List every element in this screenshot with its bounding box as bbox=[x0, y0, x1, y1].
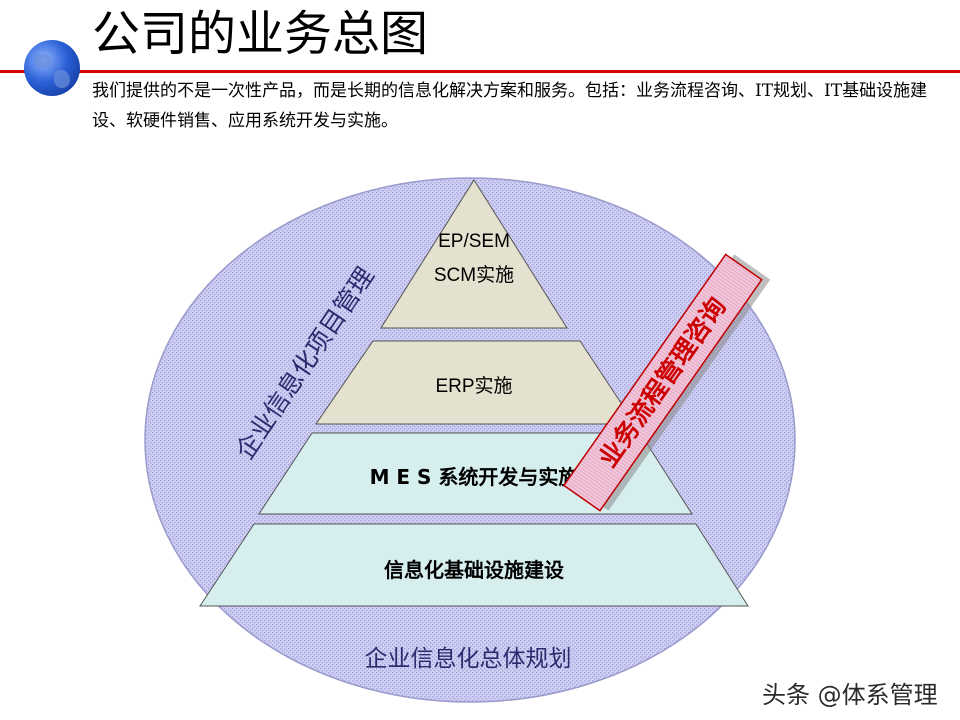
watermark: 头条 @体系管理 bbox=[762, 681, 938, 709]
globe-logo-icon bbox=[24, 40, 80, 96]
pyramid-tier-infrastructure bbox=[199, 523, 749, 607]
page-description: 我们提供的不是一次性产品，而是长期的信息化解决方案和服务。包括：业务流程咨询、I… bbox=[92, 81, 928, 131]
tier-infrastructure-label: 信息化基础设施建设 bbox=[384, 558, 564, 582]
tier-erp-label: ERP实施 bbox=[435, 375, 512, 397]
tier-top-line2: SCM实施 bbox=[434, 264, 514, 286]
tier-top-line1: EP/SEM bbox=[438, 231, 510, 252]
page-title: 公司的业务总图 bbox=[92, 6, 429, 62]
title-rule bbox=[0, 70, 960, 73]
tier-mes-label: M E S 系统开发与实施 bbox=[370, 465, 579, 489]
overall-planning-label: 企业信息化总体规划 bbox=[365, 646, 572, 672]
pyramid-tier-top bbox=[380, 179, 568, 329]
